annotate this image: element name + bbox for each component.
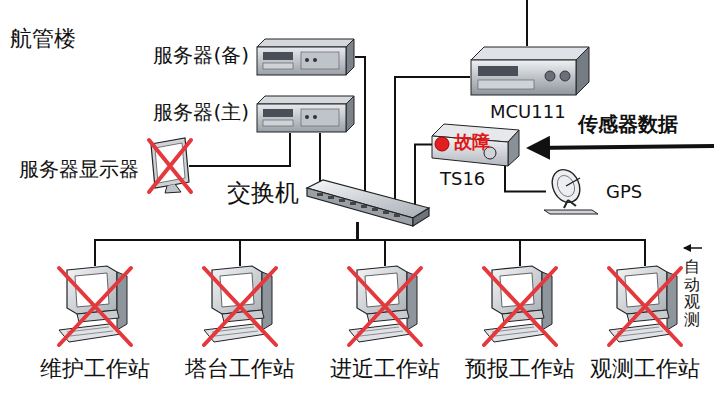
label-text: 维护工作站 bbox=[20, 356, 170, 381]
label-text: 服务器(主) bbox=[153, 101, 249, 124]
label-text: MCU111 bbox=[490, 102, 566, 123]
gps-icon bbox=[540, 168, 600, 215]
ts-device: 故障TS16 bbox=[430, 122, 520, 167]
server-icon bbox=[255, 38, 355, 76]
label-text: GPS bbox=[606, 182, 642, 203]
network-cable bbox=[358, 222, 646, 266]
ws-device: 塔台工作站 bbox=[200, 264, 280, 349]
label-text: 塔台工作站 bbox=[165, 356, 315, 381]
label-text: 预报工作站 bbox=[445, 356, 595, 381]
label-text: 故障 bbox=[454, 132, 490, 153]
mcu-icon bbox=[470, 46, 590, 96]
sw-icon bbox=[305, 178, 430, 228]
antenna bbox=[526, 0, 528, 46]
sensor-arrow bbox=[530, 146, 714, 148]
network-cable bbox=[358, 222, 521, 266]
server-icon bbox=[255, 95, 355, 133]
ws-icon bbox=[55, 264, 135, 349]
gps-device: GPS bbox=[540, 168, 600, 215]
ws-device: 进近工作站 bbox=[345, 264, 425, 349]
network-cable bbox=[319, 133, 321, 184]
label-text: TS16 bbox=[440, 169, 485, 190]
network-cable bbox=[505, 163, 546, 192]
label-text: 服务器(备) bbox=[153, 44, 249, 67]
network-cable bbox=[95, 222, 358, 266]
label-text: 自动观测 bbox=[684, 258, 700, 328]
label-text: 观测工作站 bbox=[570, 356, 714, 381]
sw-device: 交换机 bbox=[305, 178, 430, 228]
ws-device: 观测工作站 bbox=[605, 264, 685, 349]
ws-icon bbox=[605, 264, 685, 349]
label-text: 服务器显示器 bbox=[19, 158, 139, 181]
network-cable bbox=[355, 57, 365, 198]
label-text: 传感器数据 bbox=[578, 113, 678, 136]
ws-icon bbox=[480, 264, 560, 349]
server-device: 服务器(主) bbox=[255, 95, 355, 133]
network-cable bbox=[415, 145, 432, 211]
network-cable bbox=[240, 222, 358, 266]
server-device: 服务器(备) bbox=[255, 38, 355, 76]
network-cable bbox=[189, 133, 290, 166]
mcu-device: MCU111 bbox=[470, 46, 590, 96]
label-text: 交换机 bbox=[227, 180, 299, 208]
observe-arrow bbox=[684, 247, 702, 249]
label-text: 航管楼 bbox=[10, 26, 76, 51]
monitor-icon bbox=[145, 136, 195, 196]
network-cable bbox=[358, 222, 386, 266]
ws-device: 预报工作站 bbox=[480, 264, 560, 349]
label-text: 进近工作站 bbox=[310, 356, 460, 381]
ws-device: 维护工作站 bbox=[55, 264, 135, 349]
ws-icon bbox=[345, 264, 425, 349]
ws-icon bbox=[200, 264, 280, 349]
monitor-device: 服务器显示器 bbox=[145, 136, 195, 196]
